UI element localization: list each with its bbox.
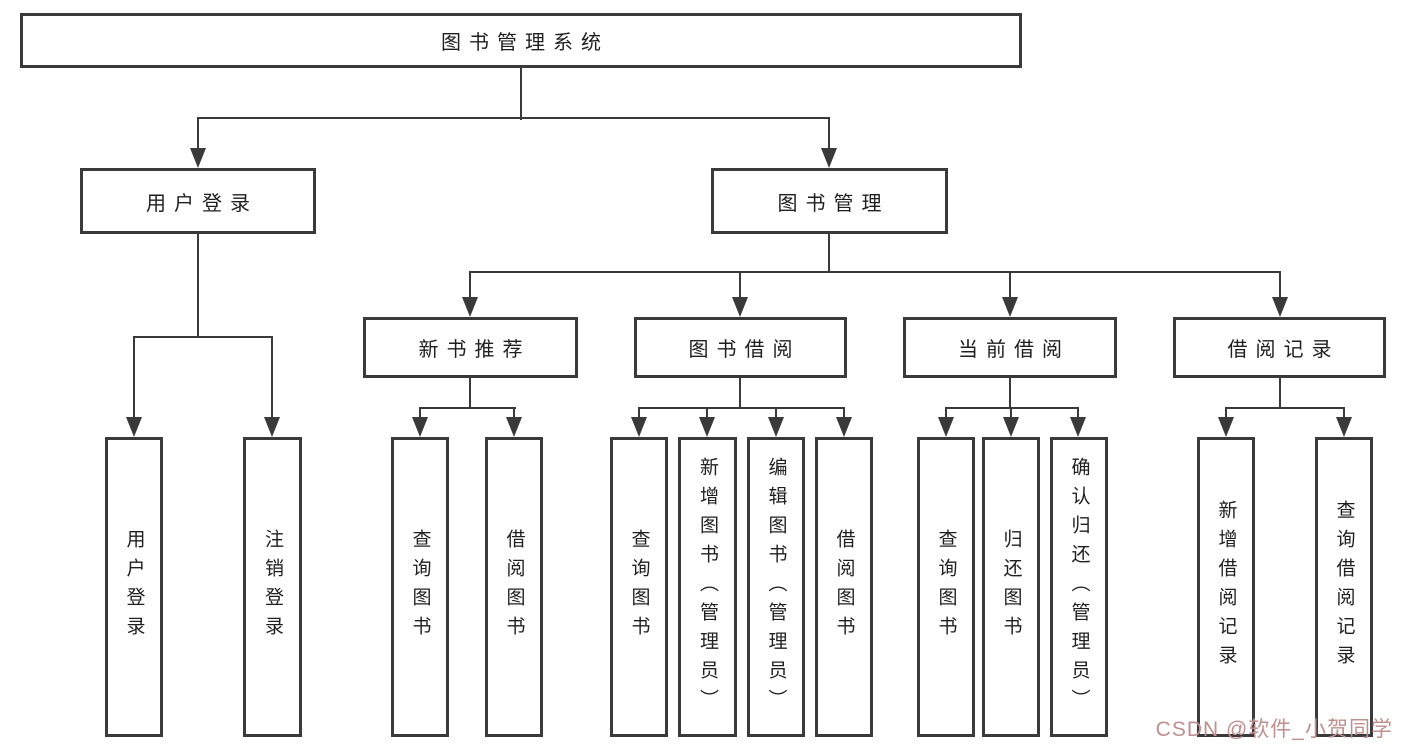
connector-vline xyxy=(706,407,708,419)
connector-vline xyxy=(1279,378,1281,409)
arrowhead xyxy=(1003,417,1019,437)
arrowhead xyxy=(126,417,142,437)
node-new-book-recommend: 新书推荐 xyxy=(363,317,578,378)
connector-vline xyxy=(638,407,640,419)
leaf-current-query-books: 查询图书 xyxy=(917,437,975,737)
connector-vline xyxy=(775,407,777,419)
connector-vline xyxy=(1009,378,1011,409)
connector-vline xyxy=(513,407,515,419)
leaf-borrow-borrow-books: 借阅图书 xyxy=(815,437,873,737)
connector-vline xyxy=(197,117,199,150)
connector-vline xyxy=(1009,271,1011,299)
leaf-newbook-borrow-books: 借阅图书 xyxy=(485,437,543,737)
leaf-records-query-record: 查询借阅记录 xyxy=(1315,437,1373,737)
node-current-borrowing: 当前借阅 xyxy=(903,317,1117,378)
arrowhead xyxy=(1070,417,1086,437)
arrowhead xyxy=(1336,417,1352,437)
connector-vline xyxy=(1279,271,1281,299)
arrowhead xyxy=(938,417,954,437)
leaf-newbook-query-books: 查询图书 xyxy=(391,437,449,737)
leaf-logout: 注销登录 xyxy=(243,437,302,737)
arrowhead xyxy=(768,417,784,437)
arrowhead xyxy=(699,417,715,437)
arrowhead xyxy=(1218,417,1234,437)
connector-hline xyxy=(638,407,845,409)
connector-vline xyxy=(469,271,471,299)
leaf-records-add-record: 新增借阅记录 xyxy=(1197,437,1255,737)
arrowhead xyxy=(1272,297,1288,317)
leaf-current-return-books: 归还图书 xyxy=(982,437,1040,737)
connector-hline xyxy=(133,336,273,338)
connector-hline xyxy=(197,117,830,119)
connector-hline xyxy=(419,407,516,409)
connector-hline xyxy=(469,271,1281,273)
connector-vline xyxy=(828,234,830,273)
connector-hline xyxy=(945,407,1079,409)
node-book-borrowing: 图书借阅 xyxy=(634,317,847,378)
connector-vline xyxy=(1010,407,1012,419)
watermark: CSDN @软件_小贺同学 xyxy=(1155,718,1393,741)
connector-vline xyxy=(520,68,522,120)
connector-vline xyxy=(739,378,741,409)
connector-vline xyxy=(271,336,273,420)
connector-vline xyxy=(1225,407,1227,419)
node-borrowing-records: 借阅记录 xyxy=(1173,317,1386,378)
connector-vline xyxy=(419,407,421,419)
connector-hline xyxy=(1225,407,1345,409)
leaf-current-confirm-return-admin: 确认归还（管理员） xyxy=(1050,437,1108,737)
connector-vline xyxy=(1077,407,1079,419)
node-root-system: 图书管理系统 xyxy=(20,13,1022,68)
arrowhead xyxy=(631,417,647,437)
leaf-borrow-edit-books-admin: 编辑图书（管理员） xyxy=(747,437,805,737)
connector-vline xyxy=(197,234,199,338)
arrowhead xyxy=(836,417,852,437)
node-book-management: 图书管理 xyxy=(711,168,948,234)
arrowhead xyxy=(412,417,428,437)
connector-vline xyxy=(469,378,471,409)
leaf-borrow-query-books: 查询图书 xyxy=(610,437,668,737)
connector-vline xyxy=(843,407,845,419)
arrowhead xyxy=(462,297,478,317)
connector-vline xyxy=(739,271,741,299)
connector-vline xyxy=(828,117,830,150)
arrowhead xyxy=(506,417,522,437)
leaf-borrow-add-books-admin: 新增图书（管理员） xyxy=(678,437,737,737)
connector-vline xyxy=(133,336,135,420)
connector-vline xyxy=(945,407,947,419)
arrowhead xyxy=(190,148,206,168)
arrowhead xyxy=(1002,297,1018,317)
node-user-login: 用户登录 xyxy=(80,168,316,234)
leaf-user-login: 用户登录 xyxy=(105,437,163,737)
connector-vline xyxy=(1343,407,1345,419)
arrowhead xyxy=(821,148,837,168)
arrowhead xyxy=(732,297,748,317)
arrowhead xyxy=(264,417,280,437)
